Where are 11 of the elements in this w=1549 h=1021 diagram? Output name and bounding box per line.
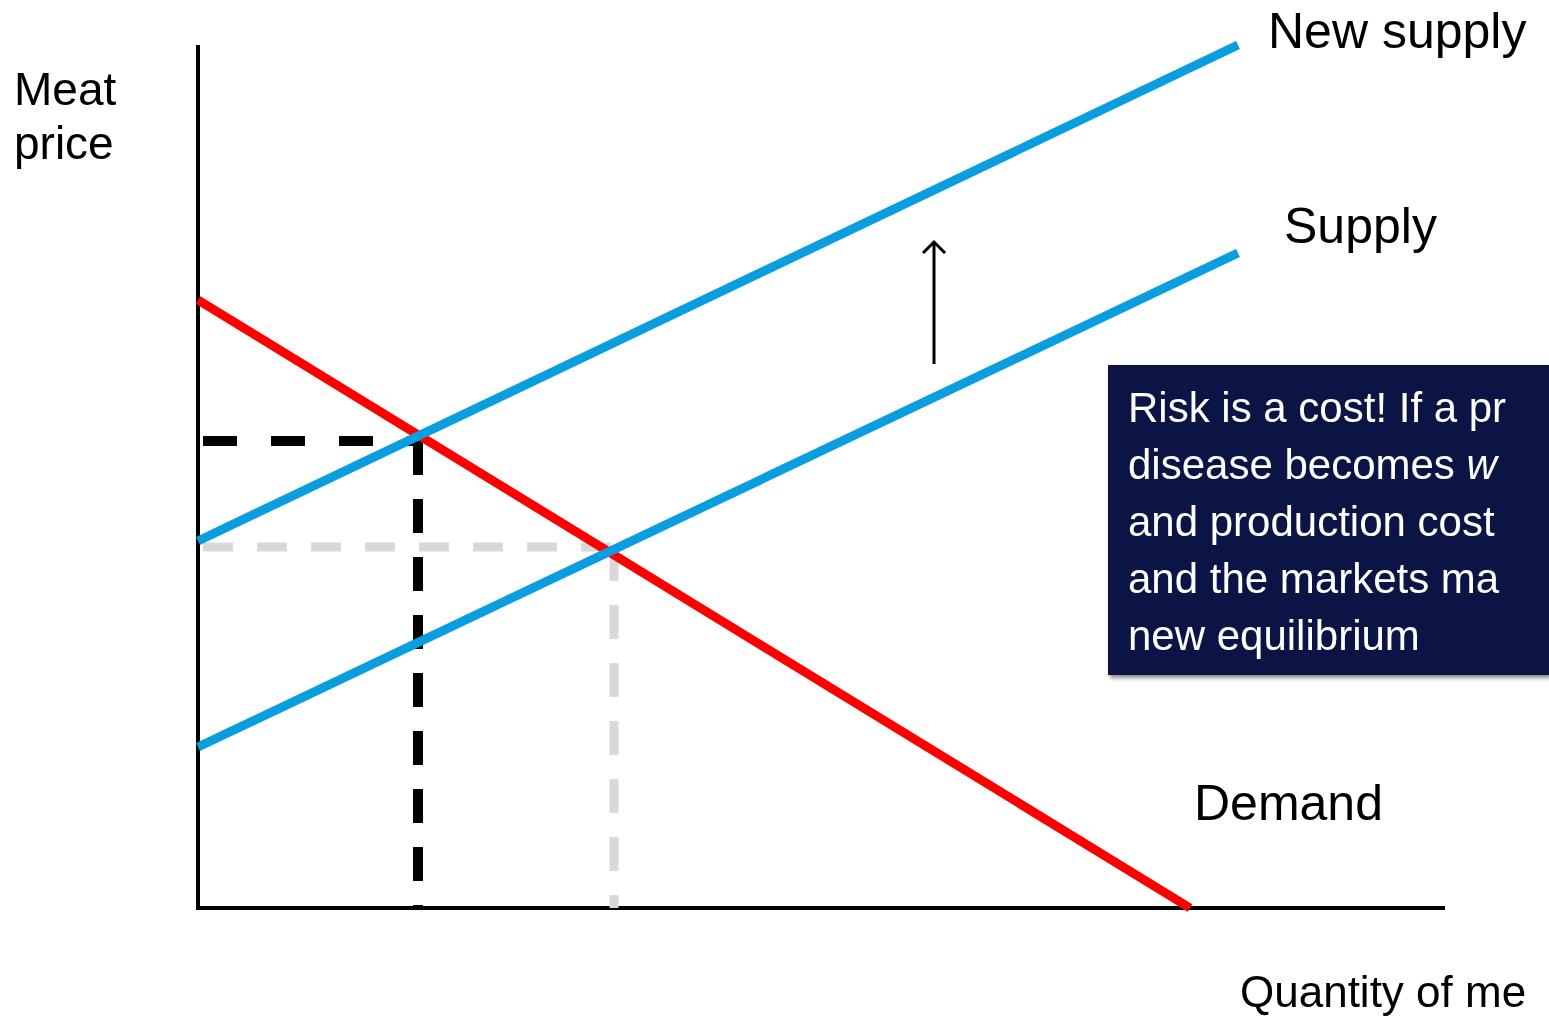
note-box: [1108, 365, 1549, 675]
note-text: and the markets ma: [1128, 554, 1500, 604]
curve-label: New supply: [1268, 2, 1528, 61]
curve-label: Supply: [1284, 197, 1438, 256]
note-text: disease becomes w: [1128, 440, 1497, 490]
note-text: and production cost: [1128, 497, 1495, 547]
axis-label: Quantity of me: [1240, 966, 1528, 1018]
note-text: new equilibrium: [1128, 611, 1420, 661]
axis-label: Meat price: [14, 62, 118, 171]
curve-label: Demand: [1194, 774, 1384, 833]
note-text: Risk is a cost! If a pr: [1128, 383, 1507, 433]
